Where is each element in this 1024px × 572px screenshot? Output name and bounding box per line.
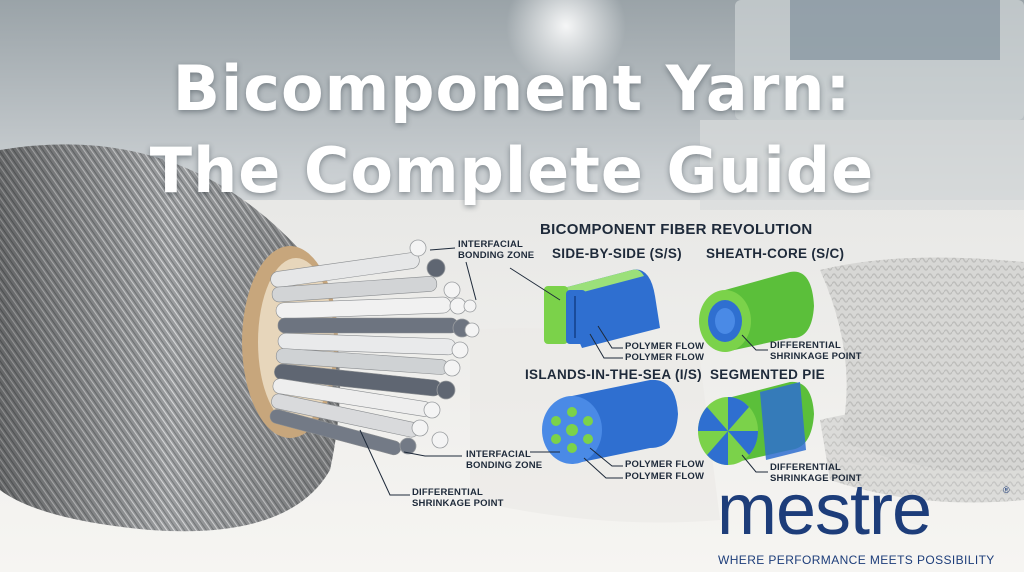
sheath-core-diagram: [699, 271, 814, 352]
type-label-sheath-core: SHEATH-CORE (S/C): [706, 246, 845, 261]
annotation-shrinkage-point: SHRINKAGE POINT: [770, 351, 862, 362]
type-label-segmented-pie: SEGMENTED PIE: [710, 367, 825, 382]
callout-differential: DIFFERENTIAL: [412, 487, 484, 498]
fiber-bundle: [269, 239, 480, 456]
side-by-side-diagram: [544, 269, 660, 348]
callout-shrinkage-point: SHRINKAGE POINT: [412, 498, 504, 509]
annotation-polymer-flow: POLYMER FLOW: [625, 341, 705, 352]
islands-in-the-sea-diagram: [542, 379, 678, 464]
brand-tagline: WHERE PERFORMANCE MEETS POSSIBILITY: [718, 553, 995, 567]
infographic-heading: BICOMPONENT FIBER REVOLUTION: [540, 221, 813, 238]
callout-bonding-zone: BONDING ZONE: [458, 250, 535, 261]
page-title-line-2: The Complete Guide: [149, 134, 875, 207]
type-label-islands-in-the-sea: ISLANDS-IN-THE-SEA (I/S): [525, 367, 702, 382]
segmented-pie-diagram: [698, 381, 814, 465]
brand-logo-wordmark: mestre: [717, 470, 932, 550]
page-title-line-1: Bicomponent Yarn:: [172, 52, 852, 125]
callout-interfacial: INTERFACIAL: [458, 239, 524, 250]
annotation-shrinkage-point: SHRINKAGE POINT: [770, 473, 862, 484]
registered-mark: ®: [1003, 485, 1010, 495]
type-label-side-by-side: SIDE-BY-SIDE (S/S): [552, 246, 682, 261]
annotation-polymer-flow: POLYMER FLOW: [625, 459, 705, 470]
annotation-differential: DIFFERENTIAL: [770, 462, 842, 473]
annotation-differential: DIFFERENTIAL: [770, 340, 842, 351]
annotation-polymer-flow: POLYMER FLOW: [625, 352, 705, 363]
annotation-polymer-flow: POLYMER FLOW: [625, 471, 705, 482]
callout-interfacial: INTERFACIAL: [466, 449, 532, 460]
callout-bonding-zone: BONDING ZONE: [466, 460, 543, 471]
